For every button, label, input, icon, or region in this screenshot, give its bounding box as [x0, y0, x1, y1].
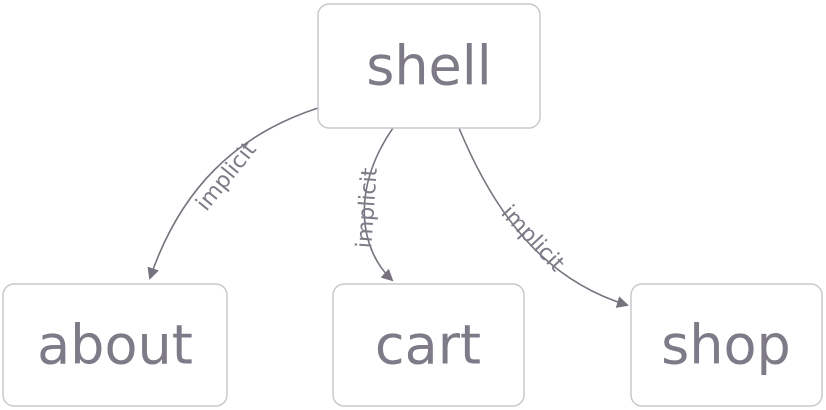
node-shell-box: [317, 3, 541, 129]
edge-shell-about: implicit: [147, 107, 319, 280]
node-about-label: about: [37, 314, 193, 377]
edge-label-shell-cart: implicit: [352, 167, 383, 249]
node-about-box: [2, 283, 228, 407]
edge-shell-shop: implicit: [458, 127, 629, 308]
node-shop[interactable]: shop: [630, 283, 823, 407]
node-shop-box: [630, 283, 823, 407]
node-cart[interactable]: cart: [332, 283, 525, 407]
edge-label-shell-shop: implicit: [496, 201, 569, 277]
node-shop-label: shop: [661, 314, 791, 377]
node-cart-label: cart: [375, 314, 481, 377]
edge-label-shell-about: implicit: [192, 137, 262, 216]
edge-arrow-shell-about: [147, 107, 319, 280]
node-cart-box: [332, 283, 525, 407]
node-shell[interactable]: shell: [317, 3, 541, 129]
edge-arrow-shell-cart: [363, 127, 394, 282]
edge-arrow-shell-shop: [458, 127, 629, 308]
edge-shell-cart: implicit: [352, 127, 394, 282]
node-about[interactable]: about: [2, 283, 228, 407]
node-shell-label: shell: [366, 35, 492, 98]
